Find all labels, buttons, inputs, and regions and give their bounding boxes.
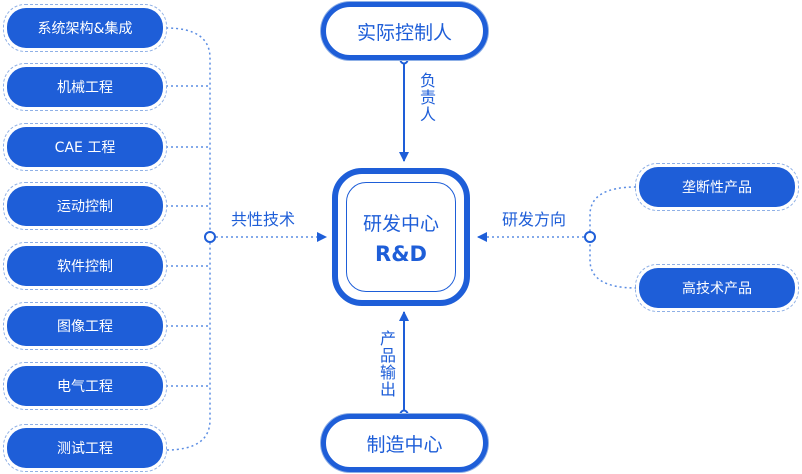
left-item-software-control[interactable]: 软件控制 [3,242,167,290]
edge-label-left: 共性技术 [231,210,296,229]
left-item-image-engineering[interactable]: 图像工程 [3,302,167,350]
left-item-electrical-engineering[interactable]: 电气工程 [3,362,167,410]
right-item-high-tech-products[interactable]: 高技术产品 [635,264,799,312]
center-node-rd-center[interactable]: 研发中心 R&D [332,168,470,306]
center-node-inner: 研发中心 R&D [346,182,456,292]
right-item-monopoly-products[interactable]: 垄断性产品 [635,163,799,211]
left-item-connectors [166,85,210,387]
left-item-mechanical-engineering[interactable]: 机械工程 [3,63,167,111]
bottom-node-label: 制造中心 [366,433,443,456]
bottom-node-manufacturing-center[interactable]: 制造中心 [321,414,488,472]
right-bracket-line [589,186,637,289]
left-item-system-architecture[interactable]: 系统架构&集成 [3,4,167,52]
edge-label-bottom: 产品输出 [377,330,396,398]
left-item-cae-engineering[interactable]: CAE 工程 [3,123,167,171]
center-title: 研发中心 [362,212,439,235]
edge-label-right: 研发方向 [502,210,567,229]
left-item-test-engineering[interactable]: 测试工程 [3,424,167,472]
right-junction-dot [584,231,596,243]
edge-label-top: 负责人 [417,72,436,123]
top-node-actual-controller[interactable]: 实际控制人 [321,2,488,60]
left-item-motion-control[interactable]: 运动控制 [3,182,167,230]
top-node-label: 实际控制人 [356,21,452,44]
left-junction-dot [204,231,216,243]
center-subtitle: R&D [375,241,427,266]
